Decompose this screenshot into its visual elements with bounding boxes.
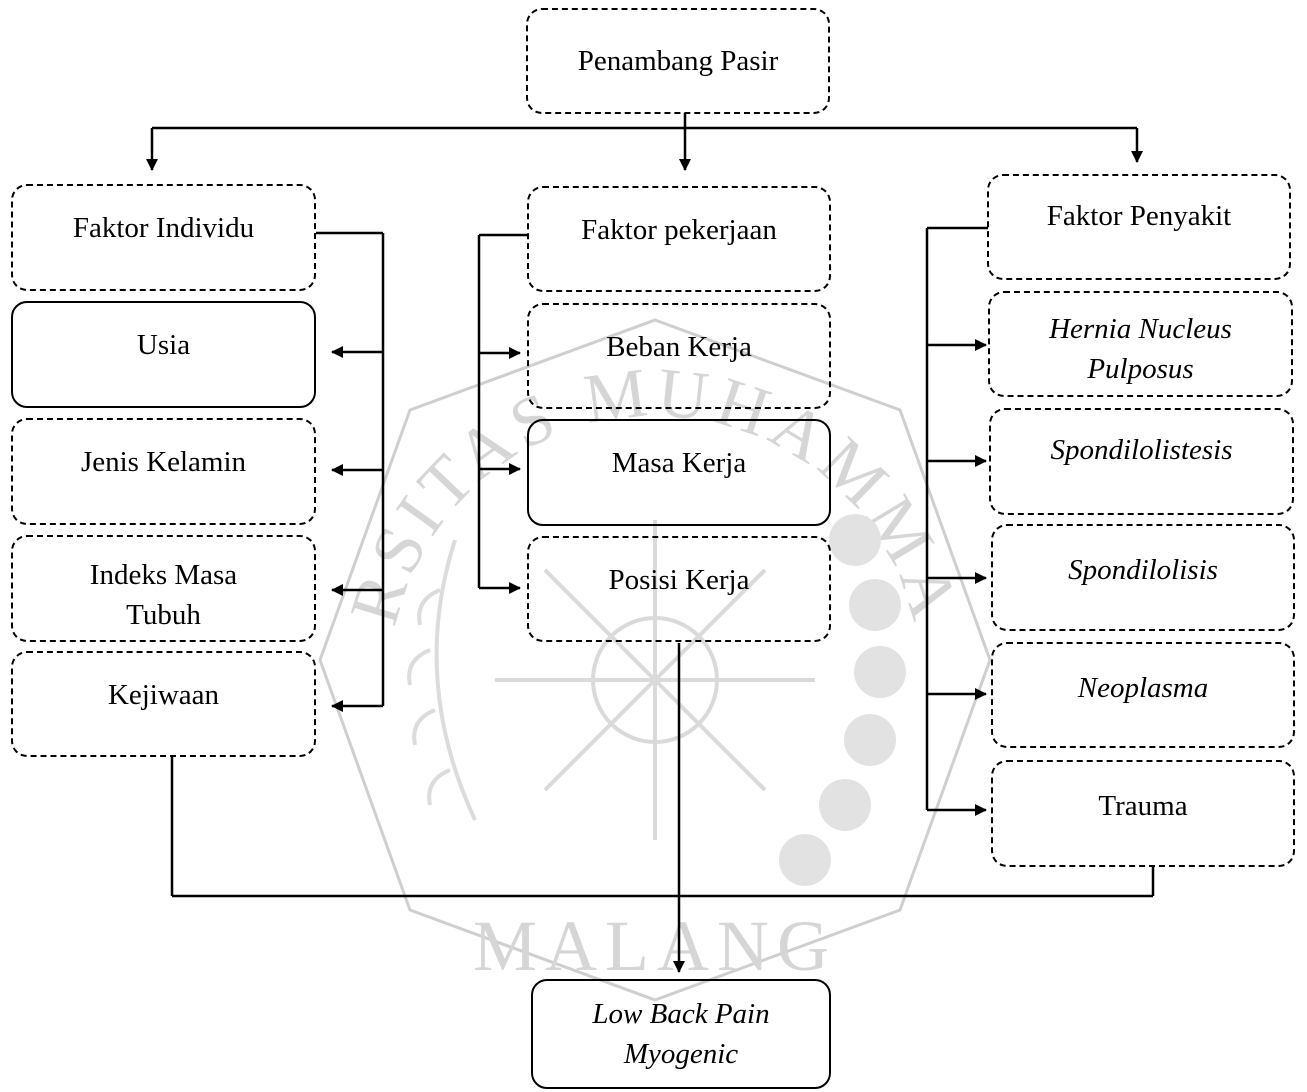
node-beban-kerja: Beban Kerja <box>527 303 831 409</box>
node-spondilolisis-label: Spondilolisis <box>1068 554 1218 586</box>
node-trauma: Trauma <box>991 760 1295 867</box>
node-masa-kerja-label: Masa Kerja <box>611 447 747 479</box>
node-beban-kerja-label: Beban Kerja <box>606 331 752 363</box>
node-spondilolistesis-label: Spondilolistesis <box>1050 434 1233 466</box>
node-penambang-pasir-label: Penambang Pasir <box>577 45 779 77</box>
node-usia: Usia <box>11 301 316 408</box>
node-spondilolisis: Spondilolisis <box>991 524 1295 631</box>
node-hnp-label-line1: Hernia Nucleus <box>1049 313 1232 345</box>
node-kejiwaan-label: Kejiwaan <box>107 679 220 711</box>
watermark-bottom-text: MALANG <box>473 906 837 986</box>
node-posisi-kerja-label: Posisi Kerja <box>608 564 750 596</box>
node-faktor-individu: Faktor Individu <box>11 184 316 291</box>
node-low-back-pain-myogenic: Low Back Pain Myogenic <box>531 979 831 1089</box>
node-penambang-pasir: Penambang Pasir <box>526 8 830 114</box>
node-lbp-label-line1: Low Back Pain <box>592 998 770 1030</box>
node-neoplasma-label: Neoplasma <box>1077 672 1209 704</box>
node-posisi-kerja: Posisi Kerja <box>527 536 831 642</box>
node-imt-label-line2: Tubuh <box>126 599 201 631</box>
node-faktor-individu-label: Faktor Individu <box>72 212 255 244</box>
node-imt-label-line1: Indeks Masa <box>89 559 238 591</box>
node-trauma-label: Trauma <box>1098 790 1188 822</box>
node-faktor-pekerjaan: Faktor pekerjaan <box>527 186 831 292</box>
node-hernia-nucleus-pulposus: Hernia Nucleus Pulposus <box>988 291 1293 397</box>
node-spondilolistesis: Spondilolistesis <box>989 408 1294 515</box>
node-jenis-kelamin-label: Jenis Kelamin <box>80 446 247 478</box>
node-usia-label: Usia <box>136 329 191 361</box>
node-faktor-penyakit: Faktor Penyakit <box>987 174 1291 280</box>
university-emblem-watermark: UNIVERSITAS MUHAMMADIYAH MALANG <box>300 300 992 1002</box>
node-jenis-kelamin: Jenis Kelamin <box>11 418 316 525</box>
node-neoplasma: Neoplasma <box>991 642 1295 748</box>
node-masa-kerja: Masa Kerja <box>527 419 831 526</box>
node-indeks-masa-tubuh: Indeks Masa Tubuh <box>11 535 316 642</box>
node-hnp-label-line2: Pulposus <box>1087 353 1194 385</box>
node-kejiwaan: Kejiwaan <box>11 651 316 757</box>
node-faktor-pekerjaan-label: Faktor pekerjaan <box>581 214 777 246</box>
node-faktor-penyakit-label: Faktor Penyakit <box>1046 200 1232 232</box>
node-lbp-label-line2: Myogenic <box>623 1038 739 1070</box>
